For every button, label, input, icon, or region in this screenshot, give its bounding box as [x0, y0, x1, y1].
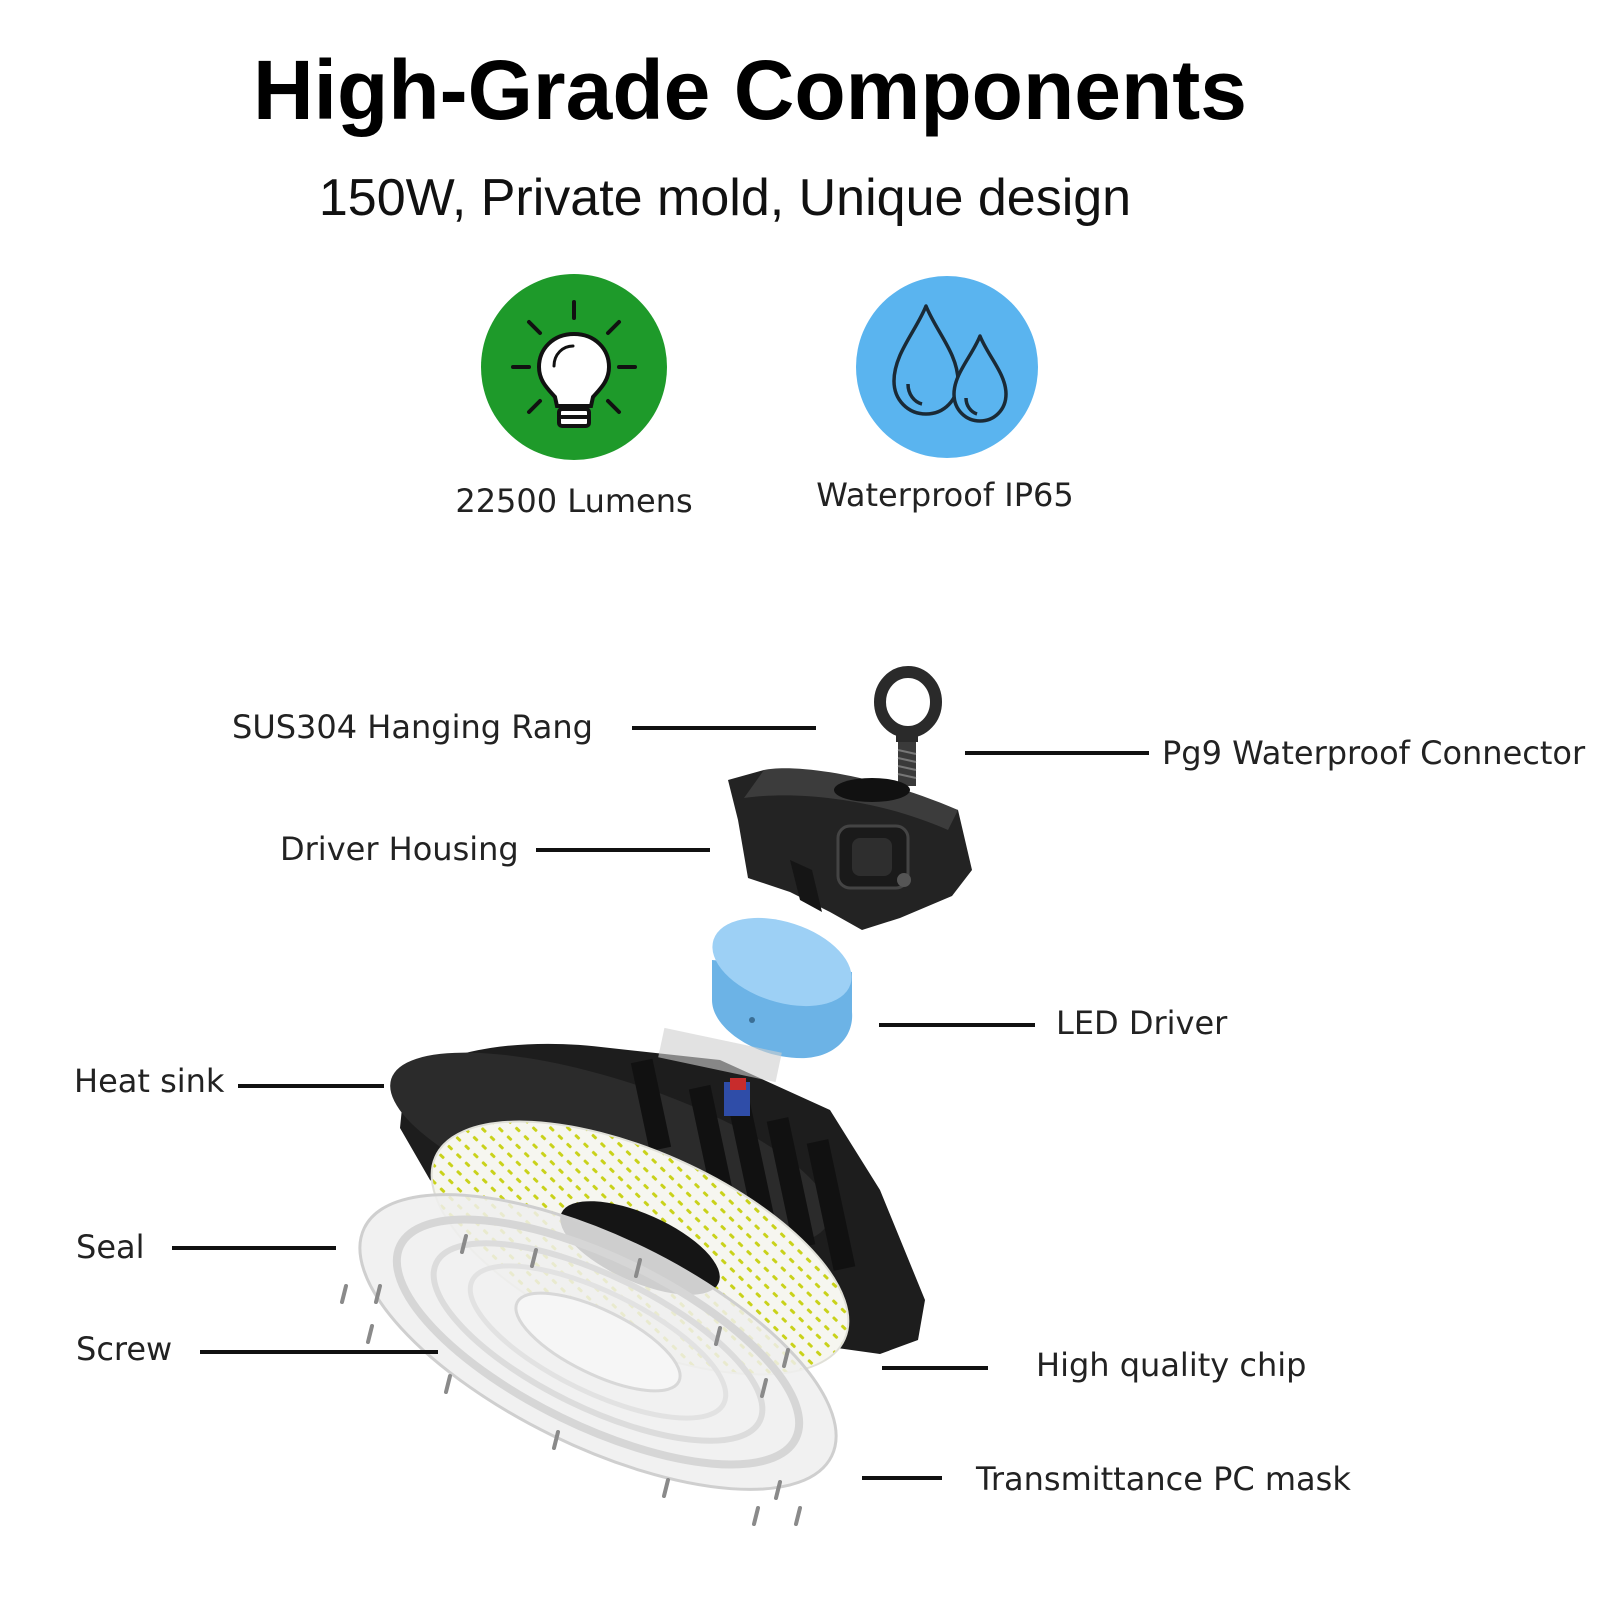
- page-title: High-Grade Components: [252, 43, 1247, 137]
- light-bulb-icon: [511, 300, 637, 428]
- leader-led-driver: [879, 1023, 1035, 1027]
- driver-housing: [728, 768, 972, 930]
- waterproof-label: Waterproof IP65: [816, 476, 1074, 514]
- lumens-badge: [481, 274, 667, 460]
- leader-chip: [882, 1366, 988, 1370]
- callout-seal: Seal: [76, 1228, 145, 1266]
- lumens-label: 22500 Lumens: [455, 482, 693, 520]
- leader-connector: [965, 751, 1149, 755]
- callout-pc-mask: Transmittance PC mask: [976, 1460, 1351, 1498]
- callout-heat-sink: Heat sink: [74, 1062, 225, 1100]
- leader-screw: [200, 1350, 438, 1354]
- callout-led-driver: LED Driver: [1056, 1004, 1228, 1042]
- callout-hanging-ring: SUS304 Hanging Rang: [232, 708, 593, 746]
- callout-connector: Pg9 Waterproof Connector: [1162, 734, 1586, 772]
- leader-heat-sink: [238, 1084, 384, 1088]
- leader-seal: [172, 1246, 336, 1250]
- screws: [340, 1234, 802, 1526]
- callout-chip: High quality chip: [1036, 1346, 1307, 1384]
- callout-driver-housing: Driver Housing: [280, 830, 519, 868]
- led-driver: [712, 917, 853, 1059]
- water-drops-icon: [892, 304, 1008, 423]
- waterproof-badge: [856, 276, 1038, 458]
- leader-pc-mask: [862, 1476, 942, 1480]
- hanging-ring: [874, 666, 942, 786]
- pc-mask: [358, 1193, 838, 1491]
- leader-driver-housing: [536, 848, 710, 852]
- page-subtitle: 150W, Private mold, Unique design: [318, 169, 1132, 227]
- leader-hanging-ring: [632, 726, 816, 730]
- callout-screw: Screw: [76, 1330, 173, 1368]
